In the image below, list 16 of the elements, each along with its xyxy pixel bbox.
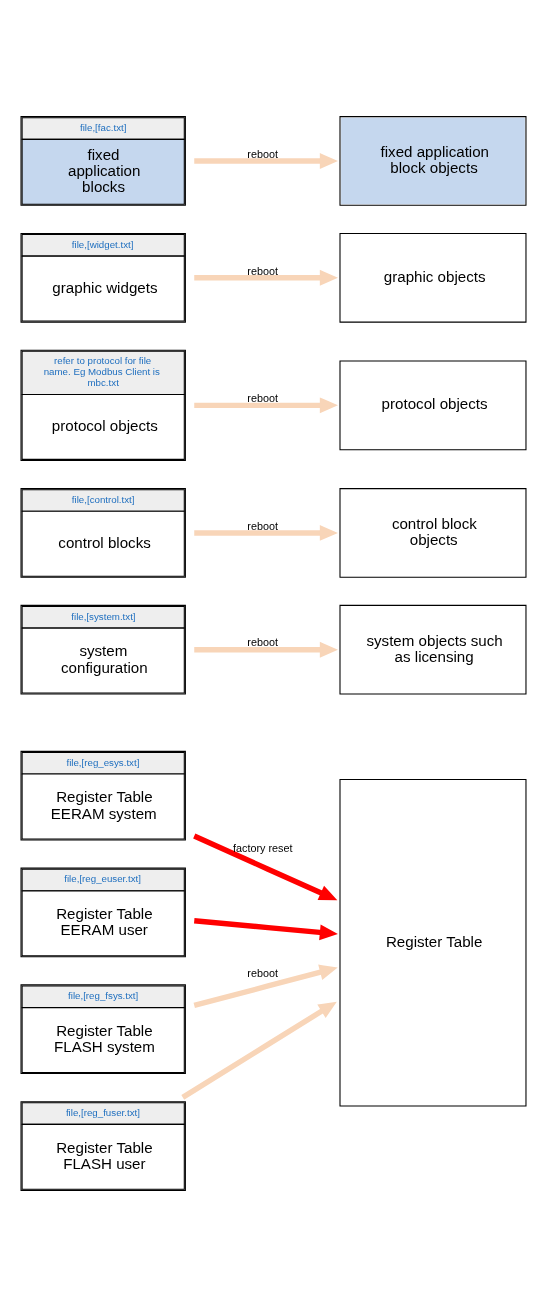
edge-label: reboot (247, 392, 278, 405)
arrow (181, 1001, 337, 1100)
arrow (193, 964, 338, 1009)
arrow (194, 397, 338, 414)
edge-label: reboot (247, 264, 278, 277)
arrow (194, 525, 338, 541)
arrow (194, 641, 338, 658)
edge-label: reboot (247, 147, 278, 160)
edge-label: factory reset (232, 841, 293, 854)
edge-label: reboot (247, 636, 278, 649)
arrow (193, 833, 338, 901)
edge-label: reboot (247, 967, 278, 980)
arrow (194, 153, 338, 169)
edge-label: reboot (247, 519, 278, 532)
arrow (194, 269, 338, 286)
arrow (194, 918, 338, 941)
